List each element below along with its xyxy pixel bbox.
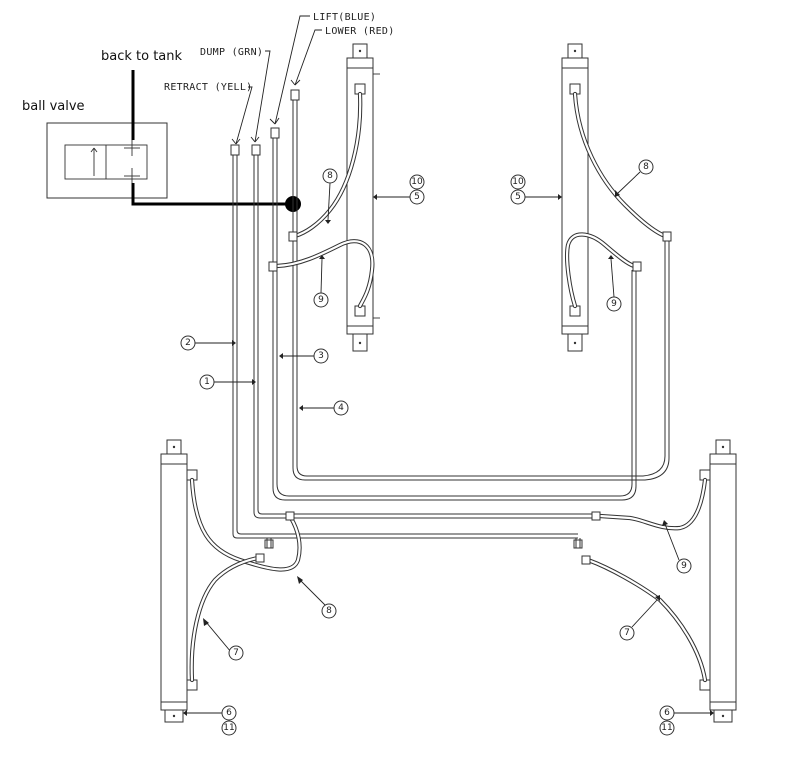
svg-text:9: 9 bbox=[318, 295, 324, 305]
balloon-9-top-right bbox=[606, 296, 622, 312]
svg-text:5: 5 bbox=[515, 192, 521, 202]
balloon-11-left bbox=[221, 720, 237, 736]
bottom-left-cylinder bbox=[160, 439, 198, 723]
pipe-bundle bbox=[230, 89, 670, 539]
svg-text:11: 11 bbox=[223, 723, 234, 733]
balloon-8-top-right bbox=[638, 159, 654, 175]
svg-text:3: 3 bbox=[318, 351, 324, 361]
svg-text:10: 10 bbox=[411, 177, 423, 187]
lift-label: LIFT(BLUE) bbox=[313, 12, 376, 23]
svg-text:8: 8 bbox=[643, 162, 649, 172]
balloon-6-right bbox=[659, 705, 675, 721]
balloon-4 bbox=[333, 400, 349, 416]
dump-label: DUMP (GRN) bbox=[200, 47, 263, 58]
svg-text:7: 7 bbox=[233, 648, 239, 658]
svg-text:10: 10 bbox=[512, 177, 524, 187]
dump-leader bbox=[254, 50, 271, 143]
svg-text:11: 11 bbox=[661, 723, 672, 733]
balloon-1 bbox=[199, 374, 215, 390]
balloon-8-top-left bbox=[322, 168, 338, 184]
balloon-10-right bbox=[510, 174, 526, 190]
balloon-7-right bbox=[619, 625, 635, 641]
svg-text:8: 8 bbox=[327, 171, 333, 181]
balloon-5-right bbox=[510, 189, 526, 205]
balloon-9-top-left bbox=[313, 292, 329, 308]
svg-text:4: 4 bbox=[338, 403, 344, 413]
balloon-7-left bbox=[228, 645, 244, 661]
retract-leader bbox=[235, 86, 253, 145]
balloon-3 bbox=[313, 348, 329, 364]
ball-valve-label: ball valve bbox=[22, 99, 85, 114]
lift-leader bbox=[274, 15, 310, 125]
balloon-9-bottom bbox=[676, 558, 692, 574]
svg-text:9: 9 bbox=[611, 299, 617, 309]
lower-leader bbox=[294, 29, 322, 86]
svg-text:6: 6 bbox=[664, 708, 670, 718]
balloon-11-right bbox=[659, 720, 675, 736]
balloon-10-left bbox=[409, 174, 425, 190]
back-to-tank-label: back to tank bbox=[101, 49, 183, 64]
svg-text:7: 7 bbox=[624, 628, 630, 638]
svg-text:5: 5 bbox=[414, 192, 420, 202]
svg-text:6: 6 bbox=[226, 708, 232, 718]
svg-text:1: 1 bbox=[204, 377, 210, 387]
ball-valve bbox=[46, 122, 168, 199]
retract-label: RETRACT (YELL) bbox=[164, 82, 253, 93]
svg-text:2: 2 bbox=[185, 338, 191, 348]
lower-label: LOWER (RED) bbox=[325, 26, 395, 37]
svg-text:9: 9 bbox=[681, 561, 687, 571]
bottom-right-cylinder bbox=[699, 439, 737, 723]
balloon-6-left bbox=[221, 705, 237, 721]
valve-to-lower-line bbox=[131, 183, 292, 206]
balloon-2 bbox=[180, 335, 196, 351]
balloon-8-bottom bbox=[321, 603, 337, 619]
svg-text:8: 8 bbox=[326, 606, 332, 616]
balloon-5-left bbox=[409, 189, 425, 205]
